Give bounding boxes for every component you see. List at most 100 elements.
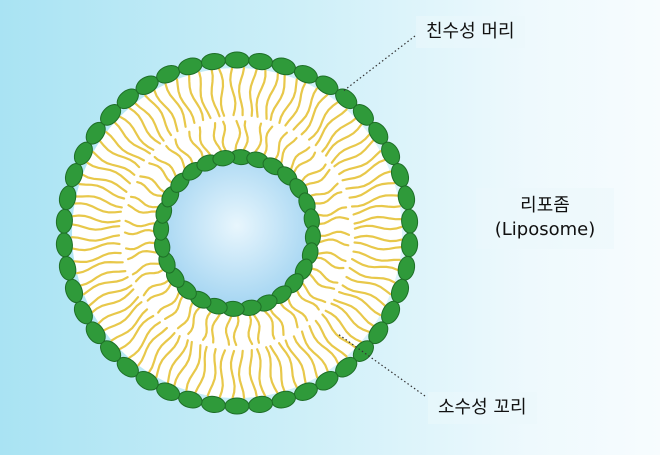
inner-lipid-tail: [153, 155, 179, 181]
outer-lipid-tail: [128, 106, 162, 145]
outer-lipid-tail: [75, 260, 124, 275]
outer-lipid-tail: [308, 325, 340, 365]
outer-lipid-tail: [255, 69, 267, 118]
outer-lipid-tail: [188, 74, 205, 122]
outer-lipid-tail: [352, 204, 401, 216]
inner-lipid-tail: [157, 288, 182, 314]
outer-lipid-tail: [218, 349, 226, 399]
outer-lipid-tail: [324, 123, 363, 157]
inner-lipid-tail: [198, 126, 213, 159]
inner-lipid-tail: [142, 276, 172, 297]
outer-lipid-tail: [345, 170, 392, 190]
inner-lipid-tail: [315, 230, 351, 237]
outer-lipid-head: [200, 395, 226, 413]
outer-lipid-head: [224, 51, 250, 69]
outer-lipid-head: [55, 208, 73, 234]
outer-lipid-head: [248, 395, 274, 413]
outer-lipid-tail: [81, 173, 128, 193]
inner-lipid-tail: [131, 262, 164, 276]
inner-lipid-tail: [123, 228, 159, 236]
outer-lipid-tail: [265, 72, 279, 120]
inner-lipid-tail: [278, 299, 299, 329]
outer-lipid-tail: [348, 266, 396, 284]
inner-lipid-tail: [129, 195, 163, 209]
outer-lipid-tail: [194, 345, 208, 394]
outer-lipid-tail: [73, 202, 122, 214]
outer-lipid-tail: [353, 215, 403, 225]
outer-lipid-tail: [265, 346, 279, 395]
outer-lipid-tail: [338, 150, 382, 176]
inner-lipid-tail: [221, 120, 229, 155]
outer-lipid-tail: [278, 78, 298, 124]
outer-lipid-tail: [278, 342, 298, 388]
outer-lipid-tail: [97, 296, 140, 325]
inner-lipid-tail: [310, 191, 343, 205]
outer-lipid-tail: [175, 78, 196, 124]
hydrophilic-head-label: 친수성 머리: [416, 16, 525, 49]
inner-lipid-tail: [176, 299, 196, 330]
outer-lipid-tail: [300, 93, 329, 136]
tail-leader-line: [337, 333, 426, 397]
outer-lipid-tail: [292, 87, 318, 131]
outer-lipid-tail: [198, 71, 212, 120]
inner-lipid-tail: [262, 307, 276, 340]
inner-lipid-tail: [261, 125, 274, 159]
hydrophobic-tails: [70, 67, 403, 399]
outer-lipid-tail: [87, 284, 133, 307]
outer-lipid-tail: [333, 298, 375, 327]
inner-lipid-tail: [165, 145, 188, 173]
outer-lipid-tail: [102, 301, 143, 332]
outer-lipid-tail: [75, 195, 123, 209]
outer-lipid-tail: [79, 270, 127, 287]
inner-lipid-tail: [134, 266, 166, 283]
outer-lipid-tail: [341, 284, 387, 307]
inner-lipid-tail: [288, 146, 311, 174]
outer-lipid-tail: [153, 89, 179, 133]
outer-lipid-tail: [73, 251, 122, 263]
liposome-label-korean: 리포좀: [520, 195, 570, 216]
outer-lipid-tail: [147, 332, 176, 374]
outer-lipid-tail: [352, 250, 401, 262]
outer-lipid-tail: [128, 321, 161, 359]
outer-lipid-tail: [70, 234, 121, 242]
inner-lipid-tail: [125, 241, 159, 251]
inner-lipid-tail: [232, 311, 240, 347]
outer-lipid-tail: [350, 194, 399, 208]
outer-lipid-head: [224, 397, 250, 415]
outer-lipid-tail: [345, 275, 392, 296]
outer-lipid-tail: [110, 308, 149, 342]
outer-lipid-tail: [206, 348, 217, 397]
inner-lipid-tail: [271, 131, 288, 163]
outer-lipid-head: [248, 53, 274, 71]
outer-lipid-tail: [348, 182, 396, 199]
head-leader-line: [341, 35, 416, 93]
outer-lipid-tail: [300, 330, 329, 372]
inner-lipid-tail: [164, 292, 187, 320]
outer-lipid-tail: [330, 302, 371, 333]
inner-lipid-tail: [241, 120, 249, 155]
inner-lipid-tail: [210, 310, 222, 344]
outer-lipid-tail: [314, 108, 348, 147]
inner-lipid-tail: [268, 304, 285, 336]
outer-lipid-tail: [353, 234, 403, 243]
outer-lipid-tail: [269, 345, 286, 393]
outer-lipid-tail: [118, 115, 155, 151]
outer-lipid-tail: [185, 344, 202, 392]
outer-lipid-tail: [164, 83, 187, 128]
outer-lipid-tail: [71, 214, 121, 224]
inner-lipid-tail: [291, 151, 317, 177]
outer-lipid-tail: [91, 288, 135, 314]
outer-lipid-tail: [314, 319, 348, 358]
inner-lipid-tail: [315, 238, 350, 247]
outer-lipid-tail: [229, 349, 236, 399]
outer-lipid-tail: [82, 276, 129, 296]
outer-lipid-tail: [92, 150, 136, 176]
inner-lipid-tail: [313, 206, 348, 217]
outer-lipid-tail: [237, 349, 246, 399]
hydrophilic-head-label-text: 친수성 머리: [426, 21, 515, 42]
outer-lipid-tail: [353, 224, 403, 231]
outer-lipid-tail: [324, 309, 363, 343]
outer-lipid-tail: [218, 67, 226, 117]
outer-lipid-tail: [321, 313, 357, 349]
outer-lipid-tail: [338, 291, 382, 317]
